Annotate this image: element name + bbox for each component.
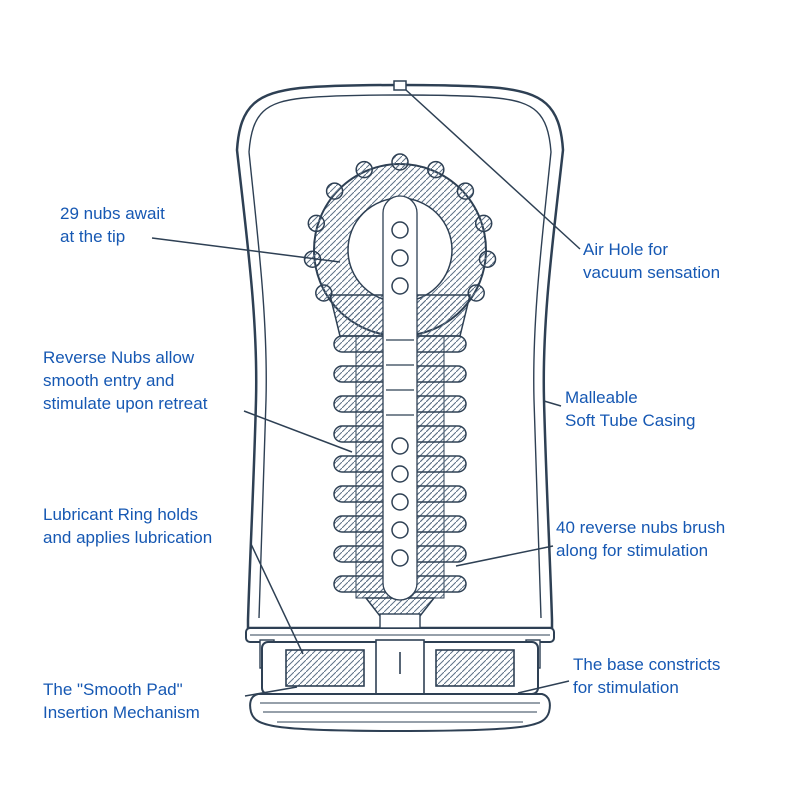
- smooth-pad-right: [435, 649, 515, 687]
- center-channel: [382, 195, 418, 601]
- channel-holes: [391, 221, 409, 567]
- leader-smooth-pad: [244, 686, 298, 697]
- air-hole: [393, 80, 407, 91]
- leader-forty-nubs: [455, 545, 554, 567]
- sleeve-foot-socket: [379, 613, 421, 629]
- smooth-pad-left: [285, 649, 365, 687]
- leader-casing: [543, 400, 562, 407]
- leader-tip-nubs: [151, 237, 341, 263]
- leader-base-constricts: [517, 680, 570, 694]
- leader-lubricant-ring: [250, 543, 304, 655]
- leader-lines: [151, 89, 581, 697]
- reverse-nub-ribs: [333, 335, 467, 593]
- channel-rib-ticks: [386, 339, 414, 416]
- inner-sleeve: [303, 153, 497, 617]
- leader-reverse-nubs: [243, 410, 353, 453]
- leader-air-hole: [405, 89, 581, 250]
- casing-inner-wall: [248, 94, 552, 619]
- base-assembly: [245, 613, 555, 733]
